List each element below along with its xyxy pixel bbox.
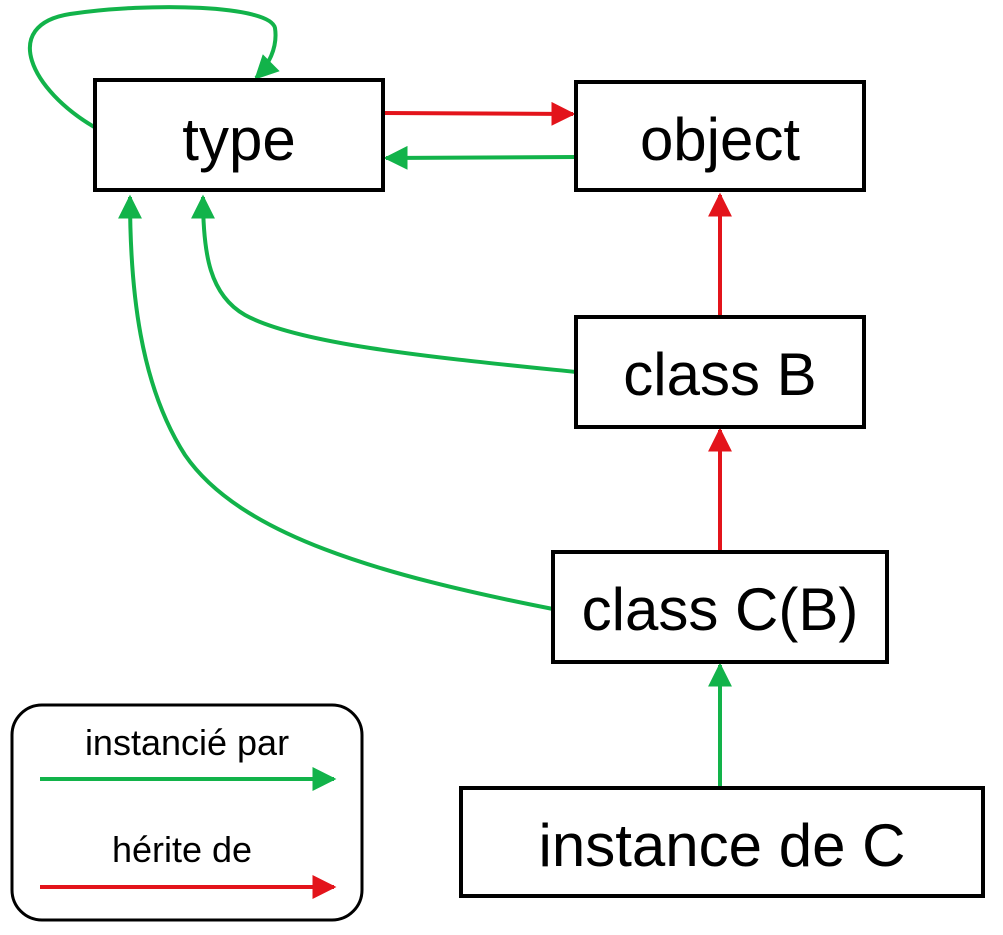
node-class-c-label: class C(B): [582, 576, 859, 643]
node-type: type: [93, 78, 385, 192]
node-object: object: [574, 80, 866, 192]
legend-instantiation-label: instancié par: [85, 722, 289, 763]
edge-type-instantiated-by-type: [27, 5, 280, 130]
node-object-label: object: [640, 106, 800, 173]
edge-class-c-instantiated-by-type: [118, 194, 554, 611]
node-instance-c-label: instance de C: [539, 812, 906, 879]
legend: instancié par hérite de: [10, 703, 364, 922]
edge-type-inherits-object: [382, 101, 576, 126]
legend-box: [10, 703, 364, 922]
legend-inheritance-label: hérite de: [112, 829, 252, 870]
node-class-b: class B: [574, 315, 866, 429]
node-instance-c: instance de C: [459, 786, 985, 898]
edge-class-b-instantiated-by-type: [191, 194, 577, 374]
node-class-b-label: class B: [623, 341, 816, 408]
node-class-c: class C(B): [551, 550, 889, 664]
node-type-label: type: [182, 106, 295, 173]
edge-object-instantiated-by-type: [383, 145, 577, 170]
